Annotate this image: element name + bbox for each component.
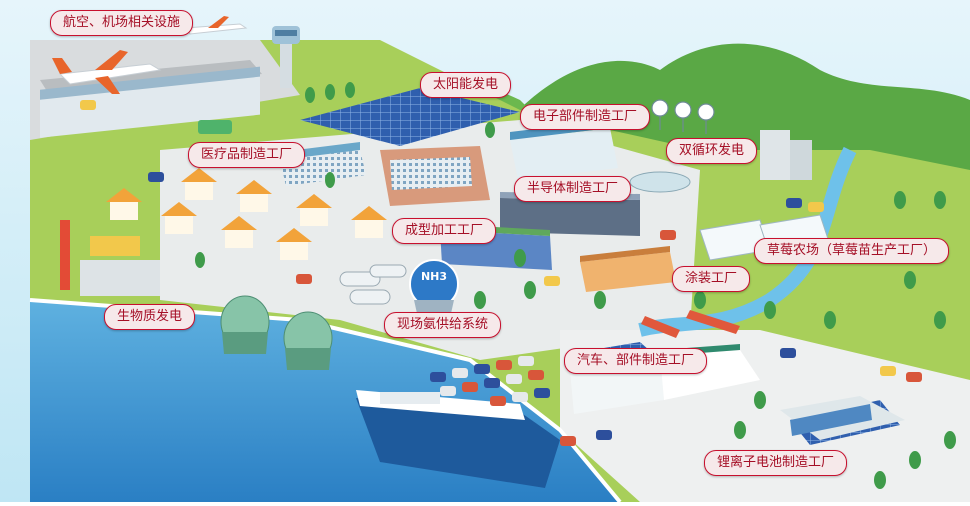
bridge [686, 310, 740, 334]
storage-cylinders [339, 264, 407, 305]
tree-icon [195, 82, 956, 489]
biomass-plant [60, 220, 160, 296]
wind-turbine-icon [651, 99, 715, 134]
label-molding: 成型加工工厂 [392, 218, 497, 244]
label-strawberry: 草莓农场（草莓苗生产工厂） [754, 238, 950, 264]
label-aviation: 航空、机场相关设施 [50, 10, 194, 36]
nh3-tank-label: NH3 [421, 270, 447, 283]
label-painting: 涂装工厂 [672, 266, 751, 292]
label-pharma: 医疗品制造工厂 [188, 142, 306, 168]
ammonia-tank: NH3 [409, 259, 459, 318]
ship-icon [356, 390, 560, 488]
label-solar: 太阳能发电 [420, 72, 512, 98]
gas-tank-icon [220, 295, 270, 354]
car-icon [80, 100, 922, 446]
binary-power-plant [629, 130, 812, 193]
bus [198, 120, 232, 134]
solar-panel-icon [300, 88, 520, 146]
river [638, 146, 857, 337]
terminal-roof [40, 66, 260, 100]
label-battery: 锂离子电池制造工厂 [704, 450, 848, 476]
battery-factory [780, 396, 905, 440]
bridge [641, 316, 680, 338]
control-tower-icon [272, 26, 300, 88]
label-auto: 汽车、部件制造工厂 [564, 348, 708, 374]
terminal-building [40, 70, 260, 138]
painting-factory [580, 246, 676, 292]
seawall [29, 298, 622, 504]
gas-tank-icon [283, 311, 333, 370]
airplane-icon [52, 50, 162, 94]
label-ammonia: 现场氨供给系统 [384, 312, 502, 338]
label-binary: 双循环发电 [666, 138, 758, 164]
label-biomass: 生物质发电 [104, 304, 196, 330]
house-icon [106, 168, 387, 260]
label-electronics: 电子部件制造工厂 [520, 104, 651, 130]
label-semiconductor: 半导体制造工厂 [514, 176, 632, 202]
